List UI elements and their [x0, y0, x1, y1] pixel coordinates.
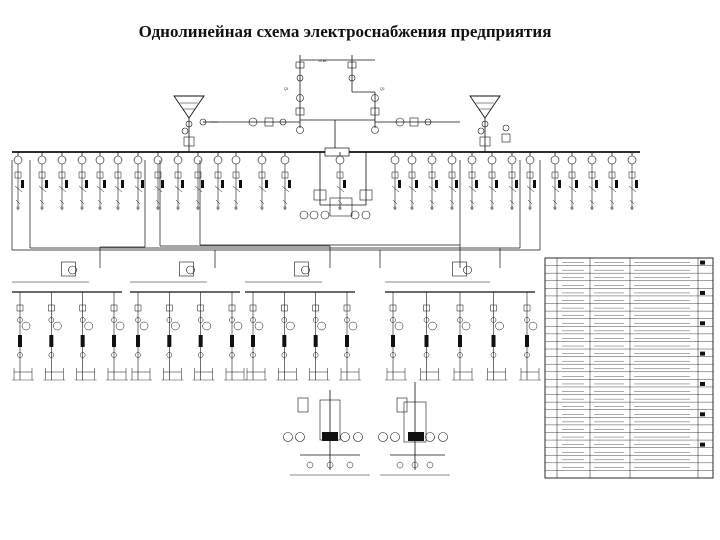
feeder-1: [13, 152, 24, 210]
feeder-22: [507, 152, 518, 210]
feeder-19: [447, 152, 458, 210]
feeder-27: [607, 152, 618, 210]
branch-3: [307, 292, 330, 381]
branch-2: [161, 292, 184, 381]
substation-2: [130, 261, 246, 381]
svg-text:Q2: Q2: [380, 87, 385, 91]
branch-2: [43, 292, 66, 381]
incoming-section: 10 кВ Q1 Q2: [284, 55, 385, 150]
branch-3: [74, 292, 97, 381]
substation-1: [12, 261, 128, 381]
feeder-2: [37, 152, 48, 210]
center-motors: [299, 152, 373, 220]
branch-4: [106, 292, 128, 381]
branch-1: [245, 292, 267, 381]
bottom-motor-group-left: [283, 390, 370, 476]
equipment-table-icon: [544, 257, 714, 479]
branch-4: [224, 292, 246, 381]
transformer-left-icon: [173, 95, 218, 152]
branch-3: [452, 292, 474, 381]
branch-2: [418, 292, 441, 381]
branch-3: [192, 292, 215, 381]
branch-2: [276, 292, 299, 381]
substation-4: [385, 261, 541, 381]
substation-group: [12, 261, 541, 381]
right-tie-line: [375, 117, 460, 127]
transformer-right-icon: [469, 95, 511, 152]
branch-1: [12, 292, 34, 381]
substation-3: [245, 261, 361, 381]
feeder-26: [587, 152, 598, 210]
branch-1: [385, 292, 407, 381]
main-busbar-icon: [12, 147, 640, 157]
feeder-13: [257, 152, 268, 210]
feeder-7: [133, 152, 144, 210]
feeder-21: [487, 152, 498, 210]
feeder-9: [173, 152, 184, 210]
feeder-11: [213, 152, 224, 210]
feeder-4: [77, 152, 88, 210]
branch-4: [339, 292, 361, 381]
svg-text:Q1: Q1: [284, 87, 289, 91]
distribution-lines: [11, 160, 541, 268]
feeder-3: [57, 152, 68, 210]
feeder-6: [113, 152, 124, 210]
feeder-28: [627, 152, 638, 210]
branch-4: [485, 292, 508, 381]
bottom-motor-group-right: [378, 382, 450, 476]
feeder-group: [13, 152, 638, 210]
branch-5: [519, 292, 541, 381]
left-tie-line: [210, 117, 300, 127]
feeder-10: [193, 152, 204, 210]
feeder-25: [567, 152, 578, 210]
feeder-5: [95, 152, 106, 210]
feeder-23: [525, 152, 536, 210]
feeder-8: [153, 152, 164, 210]
feeder-17: [407, 152, 418, 210]
feeder-18: [427, 152, 438, 210]
feeder-15: [335, 152, 346, 210]
page-title: Однолинейная схема электроснабжения пред…: [138, 22, 552, 41]
feeder-24: [550, 152, 561, 210]
feeder-12: [231, 152, 242, 210]
feeder-16: [390, 152, 401, 210]
svg-text:10 кВ: 10 кВ: [318, 59, 327, 63]
branch-1: [130, 292, 152, 381]
feeder-14: [280, 152, 291, 210]
feeder-20: [467, 152, 478, 210]
